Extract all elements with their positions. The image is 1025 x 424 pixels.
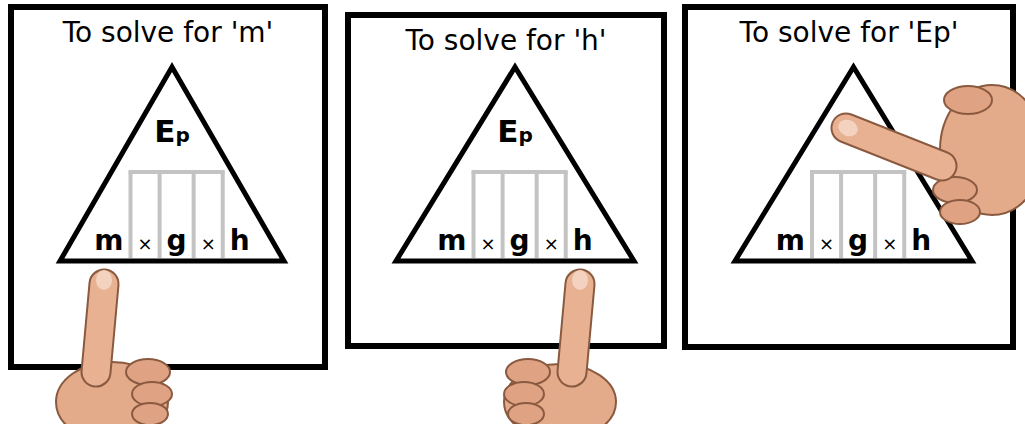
divider-vertical xyxy=(472,172,476,258)
multiply-sign: × xyxy=(201,234,216,255)
variable-symbol: h xyxy=(573,225,593,257)
divider-vertical xyxy=(873,172,877,258)
divider-lines xyxy=(810,172,906,258)
divider-vertical xyxy=(158,172,162,258)
multiply-sign: × xyxy=(544,234,559,255)
formula-triangle: Ep m × g × h xyxy=(57,64,287,264)
index-finger xyxy=(572,284,580,372)
energy-symbol: Ep xyxy=(154,114,190,150)
divider-vertical xyxy=(535,172,539,258)
curled-finger xyxy=(126,359,170,385)
divider-vertical xyxy=(564,172,568,258)
divider-vertical xyxy=(902,172,906,258)
variable-symbol: m xyxy=(94,225,123,257)
formula-row: m × g × h xyxy=(57,225,287,257)
divider-lines xyxy=(472,172,568,258)
triangle-border xyxy=(396,67,634,261)
index-finger xyxy=(96,284,104,372)
triangle-border xyxy=(60,67,284,261)
index-finger xyxy=(846,128,942,166)
multiply-sign: × xyxy=(882,234,897,255)
multiply-sign: × xyxy=(138,234,153,255)
divider-vertical xyxy=(129,172,133,258)
curled-finger xyxy=(940,200,980,224)
divider-vertical xyxy=(810,172,814,258)
variable-symbol: g xyxy=(167,225,187,257)
divider-vertical xyxy=(501,172,505,258)
formula-row: m × g × h xyxy=(393,225,637,257)
energy-symbol: Ep xyxy=(497,114,533,150)
finger-outline xyxy=(96,284,104,372)
divider-lines xyxy=(129,172,225,258)
curled-finger xyxy=(506,359,550,385)
finger-nail xyxy=(96,270,112,290)
panel-box: To solve for 'h' Ep m × g × h xyxy=(345,12,667,349)
variable-symbol: m xyxy=(437,225,466,257)
variable-symbol: g xyxy=(848,225,868,257)
divider-vertical xyxy=(839,172,843,258)
panel-title: To solve for 'Ep' xyxy=(740,16,959,50)
panel-title: To solve for 'm' xyxy=(63,16,274,50)
multiply-sign: × xyxy=(819,234,834,255)
finger-outline xyxy=(846,128,942,166)
triangle-border xyxy=(735,67,972,261)
divider-horizontal xyxy=(129,170,225,174)
divider-horizontal xyxy=(472,170,568,174)
variable-symbol: g xyxy=(510,225,530,257)
curled-finger xyxy=(132,403,168,424)
finger-nail xyxy=(572,270,588,290)
finger-nail xyxy=(836,117,861,139)
divider-horizontal xyxy=(810,170,906,174)
divider-vertical xyxy=(221,172,225,258)
divider-vertical xyxy=(192,172,196,258)
variable-symbol: m xyxy=(776,225,805,257)
panel-box: To solve for 'm' Ep m × g × h xyxy=(8,4,328,370)
formula-row: m × g × h xyxy=(732,225,975,257)
finger-outline xyxy=(572,284,580,372)
formula-triangle: Ep m × g × h xyxy=(393,64,637,264)
curled-finger xyxy=(508,403,544,424)
variable-symbol: h xyxy=(911,225,931,257)
pointing-hand xyxy=(836,85,1025,224)
panel-title: To solve for 'h' xyxy=(405,24,606,58)
pointing-hand xyxy=(56,270,172,424)
variable-symbol: h xyxy=(230,225,250,257)
pointing-hand xyxy=(504,270,616,424)
multiply-sign: × xyxy=(481,234,496,255)
hand-thumb xyxy=(944,86,992,114)
